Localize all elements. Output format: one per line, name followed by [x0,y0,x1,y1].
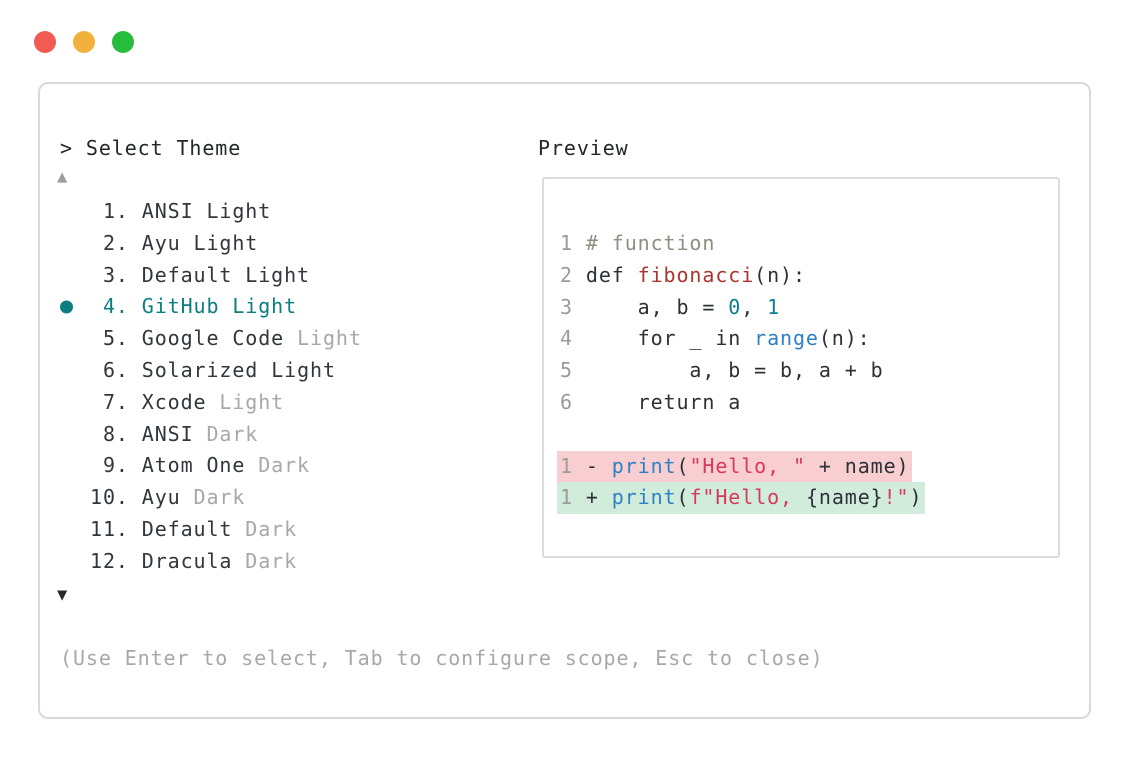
close-button[interactable] [34,31,56,53]
diff-removed-line: 1 - print("Hello, " + name) [557,450,1058,483]
theme-option[interactable]: 9. Atom One Dark [90,453,310,478]
code-line: 5 a, b = b, a + b [560,358,884,383]
theme-option[interactable]: 12. Dracula Dark [90,548,298,573]
diff-added-line: 1 + print(f"Hello, {name}!") [557,482,1058,515]
theme-option[interactable]: 8. ANSI Dark [90,421,259,446]
theme-option[interactable]: 1. ANSI Light [90,199,272,223]
theme-picker-window: > Select Theme Preview ▲ 1. ANSI Light 2… [38,82,1091,719]
scroll-up-indicator[interactable]: ▲ [57,167,68,187]
theme-option[interactable]: 6. Solarized Light [90,357,336,382]
minimize-button[interactable] [73,31,95,53]
preview-panel: 1 # function 2 def fibonacci(n): 3 a, b = … [542,177,1060,558]
preview-title: Preview [538,136,629,160]
zoom-button[interactable] [112,31,134,53]
theme-option[interactable]: 4. GitHub Light [60,291,362,323]
theme-list: 1. ANSI Light 2. Ayu Light 3. Default Li… [60,196,362,578]
code-line: 6 return a [560,389,742,414]
selected-indicator [60,300,73,314]
code-line: 4 for _ in range(n): [560,326,871,351]
theme-option[interactable]: 10. Ayu Dark [90,485,246,510]
theme-option[interactable]: 5. Google Code Light [90,326,362,351]
theme-option[interactable]: 2. Ayu Light [90,230,259,255]
code-line: 2 def fibonacci(n): [560,262,806,287]
theme-option[interactable]: 3. Default Light [90,262,311,287]
blank-line [560,419,1058,451]
keyboard-hints: (Use Enter to select, Tab to configure s… [60,646,824,670]
theme-option[interactable]: 11. Default Dark [90,516,298,541]
window-controls [34,31,134,53]
code-line: 3 a, b = 0, 1 [560,294,781,319]
theme-option[interactable]: 7. Xcode Light [90,389,285,414]
code-line: 1 # function [560,231,716,255]
scroll-down-indicator[interactable]: ▼ [57,585,68,605]
page-title: > Select Theme [60,136,242,160]
